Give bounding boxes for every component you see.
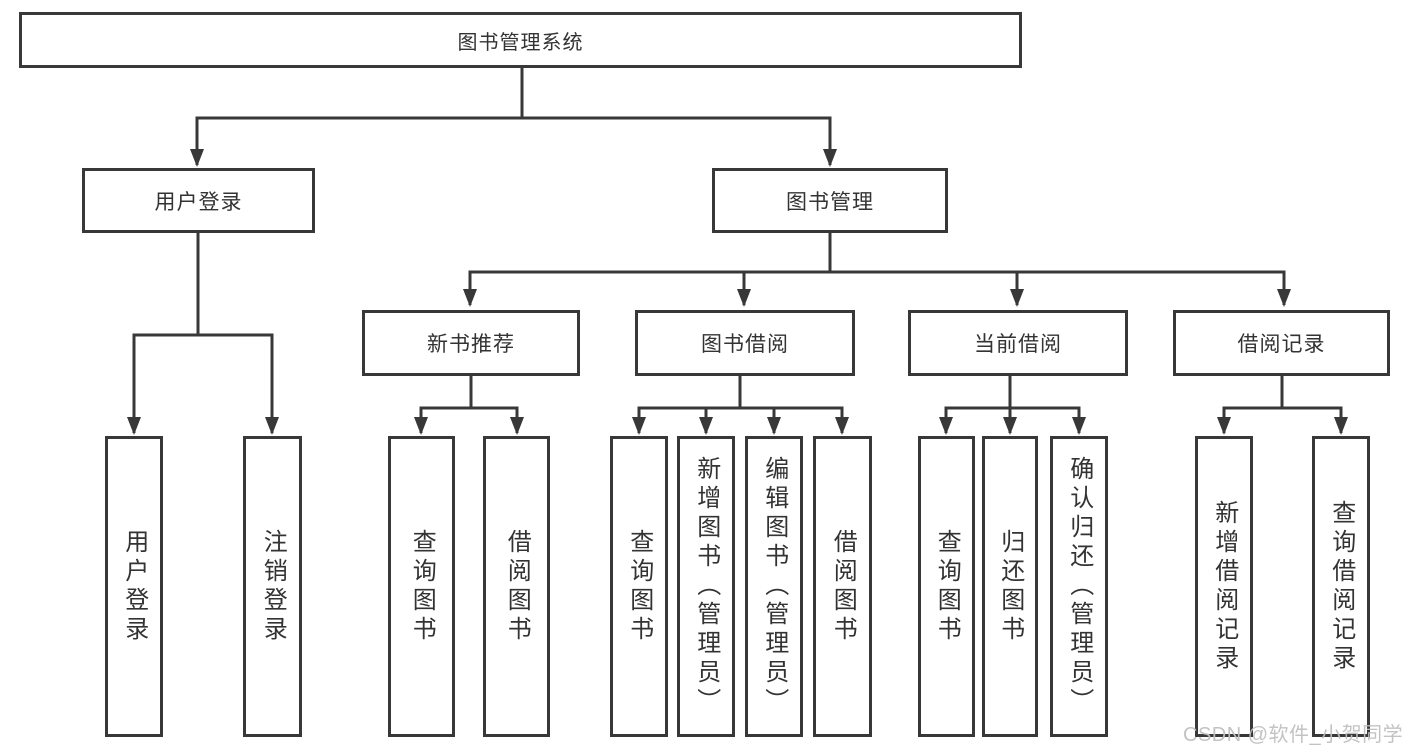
leaf-add-borrow-record: 新增借阅记录 <box>1195 436 1253 737</box>
node-library-management-system: 图书管理系统 <box>19 12 1022 68</box>
leaf-query-books-borrow: 查询图书 <box>610 436 668 737</box>
leaf-edit-book-admin: 编辑图书（管理员） <box>745 436 803 737</box>
leaf-add-book-admin: 新增图书（管理员） <box>677 436 735 737</box>
leaf-logout: 注销登录 <box>243 436 302 737</box>
node-borrow-records: 借阅记录 <box>1173 310 1390 376</box>
node-book-borrow: 图书借阅 <box>635 310 855 376</box>
leaf-borrow-books-recommend: 借阅图书 <box>483 436 550 737</box>
leaf-confirm-return-admin: 确认归还（管理员） <box>1050 436 1108 737</box>
leaf-query-books-current: 查询图书 <box>918 436 975 737</box>
leaf-borrow-books: 借阅图书 <box>813 436 872 737</box>
leaf-user-login: 用户登录 <box>105 436 163 737</box>
leaf-return-book: 归还图书 <box>982 436 1038 737</box>
node-user-login: 用户登录 <box>82 168 315 233</box>
leaf-query-borrow-record: 查询借阅记录 <box>1312 436 1370 737</box>
node-new-book-recommend: 新书推荐 <box>362 310 580 376</box>
node-current-borrow: 当前借阅 <box>908 310 1128 376</box>
leaf-query-books-recommend: 查询图书 <box>388 436 455 737</box>
node-book-management: 图书管理 <box>712 168 948 233</box>
csdn-watermark: CSDN @软件_小贺同学 <box>1183 724 1404 746</box>
